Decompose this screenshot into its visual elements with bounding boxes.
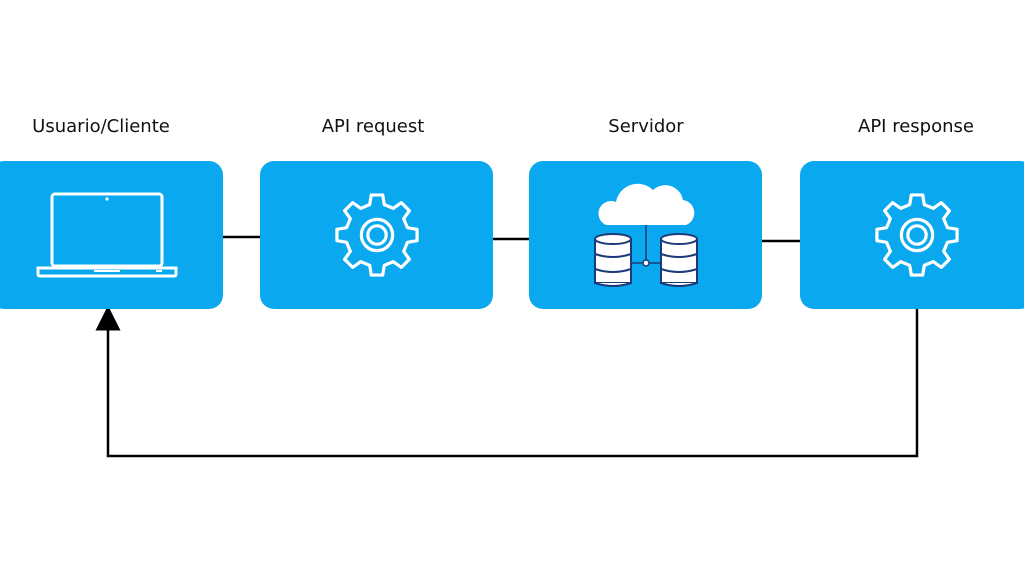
database-icon-left [593,233,632,287]
node-api-response [800,161,1024,309]
label-client: Usuario/Cliente [32,116,170,137]
node-api-request [260,161,493,309]
label-server: Servidor [608,116,684,137]
gear-icon [875,193,959,277]
label-api-request: API request [321,116,425,137]
cloud-icon [597,183,694,225]
gear-icon [334,193,419,277]
cloud-database-icon [593,183,698,287]
node-server [529,161,762,309]
laptop-icon [36,192,177,278]
node-client [0,161,223,309]
label-api-response: API response [858,116,974,137]
database-icon-right [659,233,698,287]
edge-response-client [95,305,919,458]
